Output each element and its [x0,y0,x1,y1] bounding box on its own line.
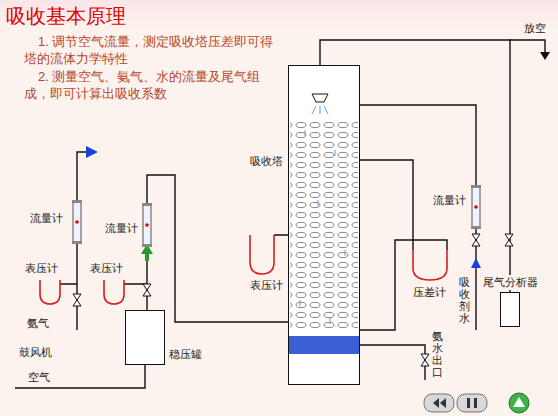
player-controls [424,393,529,413]
part-label: 压差计 [413,286,446,299]
flowmeter [142,203,152,247]
part-label: 流量计 [30,212,63,225]
stream-label: 氨气 [27,317,49,330]
packing [290,118,358,330]
analyzer-body [500,292,520,327]
pressure-tap [360,160,447,330]
part-label: 表压计 [25,262,58,275]
node-label: 吸收塔 [250,154,283,169]
stream-label: 吸收剂水 [459,276,470,324]
rewind-button [424,394,454,412]
u-tube-gauge [104,280,124,304]
absorption-tower: 吸收塔 [288,65,360,385]
valve [421,354,429,366]
ammonia-flow-arrow [86,146,98,158]
pause-button [457,394,487,412]
valve [73,294,81,306]
outlet-label: 放空 [524,22,546,35]
valve [472,234,480,246]
note-text: 2. 测量空气、氨气、水的流量及尾气组成，即可计算出吸收系数 [24,68,274,102]
node-label: 尾气分析器 [481,275,540,290]
stream-label: 空气 [28,371,50,384]
part-label: 表压计 [90,262,123,275]
flowmeter [72,200,82,244]
surge-tank: 稳压罐 [125,310,165,365]
gauge-tap [60,235,288,284]
water-flow-arrow [471,258,481,268]
part-label: 鼓风机 [19,346,52,359]
pipe-connector [147,175,288,322]
node-label: 稳压罐 [169,347,202,362]
page-title: 吸收基本原理 [6,3,126,30]
up-button [509,393,529,413]
part-label: 表压计 [250,279,283,292]
rewind-icon [433,398,446,408]
note-text: 1. 调节空气流量，测定吸收塔压差即可得塔的流体力学特性 [24,33,274,67]
spray-head [312,94,328,102]
u-tube-gauge [40,280,60,304]
stream-label: 氨水出口 [432,330,443,378]
air-flow-arrow-tail [145,253,149,261]
flowmeter [471,185,481,229]
u-tube-manometer [413,250,447,280]
tank-body [125,310,165,365]
vent-arrow [540,52,550,60]
air-inlet-pipe [15,365,145,388]
u-tube-gauge [250,235,274,274]
part-label: 流量计 [433,194,466,207]
up-icon [513,397,525,407]
tail-gas-analyzer: 尾气分析器 [500,292,520,327]
valve [505,234,513,246]
tower-body [288,65,360,385]
vent-pipe [509,40,545,52]
tower-liquid [289,336,359,354]
outlet-pipe [360,345,425,380]
valve [143,284,151,296]
pause-icon [467,398,477,408]
part-label: 流量计 [105,222,138,235]
spray-drops [300,106,345,324]
